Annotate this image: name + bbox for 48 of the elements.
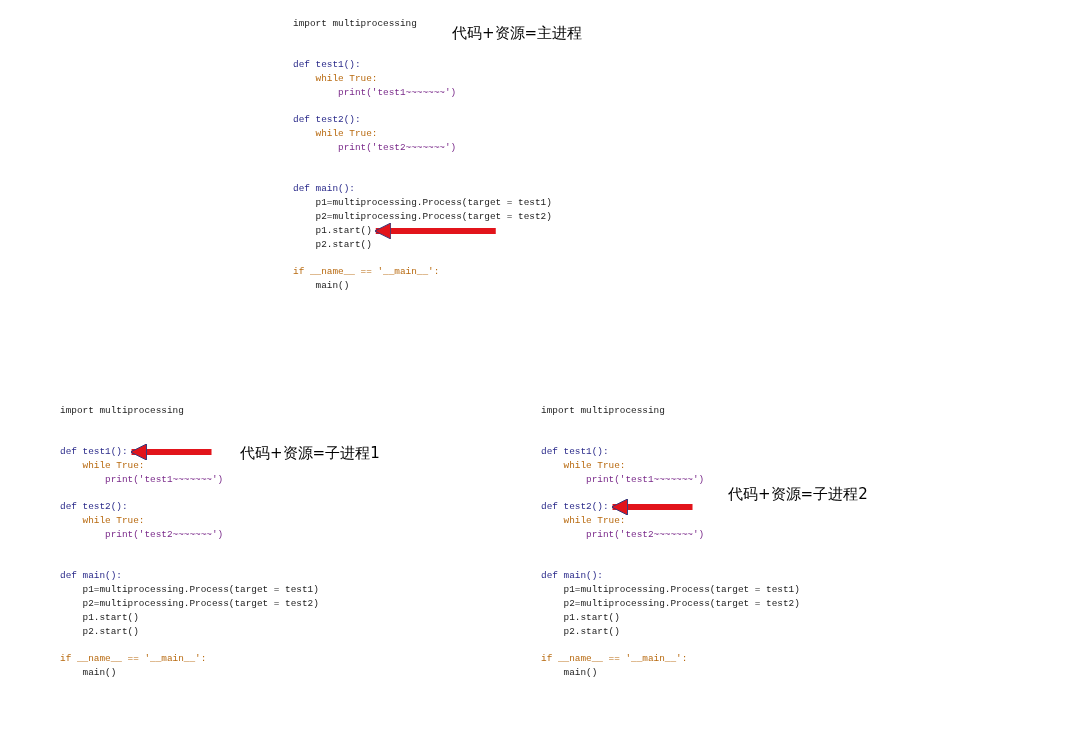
code-line: import multiprocessing — [541, 405, 665, 417]
code-line: def main(): — [541, 570, 603, 582]
code-line: def test1(): — [541, 446, 609, 458]
code-line: def test2(): — [293, 114, 361, 126]
code-line: while True: — [563, 515, 626, 527]
code-line: import multiprocessing — [60, 405, 184, 417]
code-line: p2.start() — [563, 626, 620, 638]
annotation-text: 代码+资源=子进程1 — [240, 444, 380, 462]
code-line: while True: — [315, 73, 378, 85]
arrow — [611, 498, 693, 516]
code-line: print('test2~~~~~~~') — [338, 142, 457, 154]
code-line: print('test1~~~~~~~') — [338, 87, 457, 99]
code-line: if __name__ == '__main__': — [293, 266, 440, 278]
code-line: while True: — [315, 128, 378, 140]
code-line: print('test2~~~~~~~') — [586, 529, 705, 541]
code-line: main() — [563, 667, 598, 679]
annotation-text: 代码+资源=主进程 — [452, 24, 583, 42]
code-line: p1.start() — [82, 612, 139, 624]
arrow — [130, 443, 212, 461]
code-line: p2=multiprocessing.Process(target = test2) — [315, 211, 552, 223]
code-line: p2=multiprocessing.Process(target = test2) — [82, 598, 319, 610]
code-line: p2.start() — [82, 626, 139, 638]
code-line: def test2(): — [60, 501, 128, 513]
annotation-text: 代码+资源=子进程2 — [728, 485, 868, 503]
code-line: p1.start() — [563, 612, 620, 624]
code-line: while True: — [563, 460, 626, 472]
code-line: print('test1~~~~~~~') — [586, 474, 705, 486]
code-line: print('test2~~~~~~~') — [105, 529, 224, 541]
code-line: def test1(): — [293, 59, 361, 71]
code-line: p1=multiprocessing.Process(target = test1) — [563, 584, 800, 596]
code-line: main() — [315, 280, 350, 292]
code-line: while True: — [82, 460, 145, 472]
code-line: p1.start() — [315, 225, 372, 237]
code-line: def test1(): — [60, 446, 128, 458]
code-line: while True: — [82, 515, 145, 527]
code-line: p1=multiprocessing.Process(target = test1) — [315, 197, 552, 209]
code-line: def main(): — [293, 183, 355, 195]
code-line: main() — [82, 667, 117, 679]
code-line: import multiprocessing — [293, 18, 417, 30]
arrow — [374, 222, 496, 240]
code-line: p2=multiprocessing.Process(target = test2) — [563, 598, 800, 610]
code-line: if __name__ == '__main__': — [60, 653, 207, 665]
code-line: def main(): — [60, 570, 122, 582]
code-line: def test2(): — [541, 501, 609, 513]
code-line: print('test1~~~~~~~') — [105, 474, 224, 486]
code-line: p2.start() — [315, 239, 372, 251]
code-line: p1=multiprocessing.Process(target = test1) — [82, 584, 319, 596]
code-line: if __name__ == '__main__': — [541, 653, 688, 665]
